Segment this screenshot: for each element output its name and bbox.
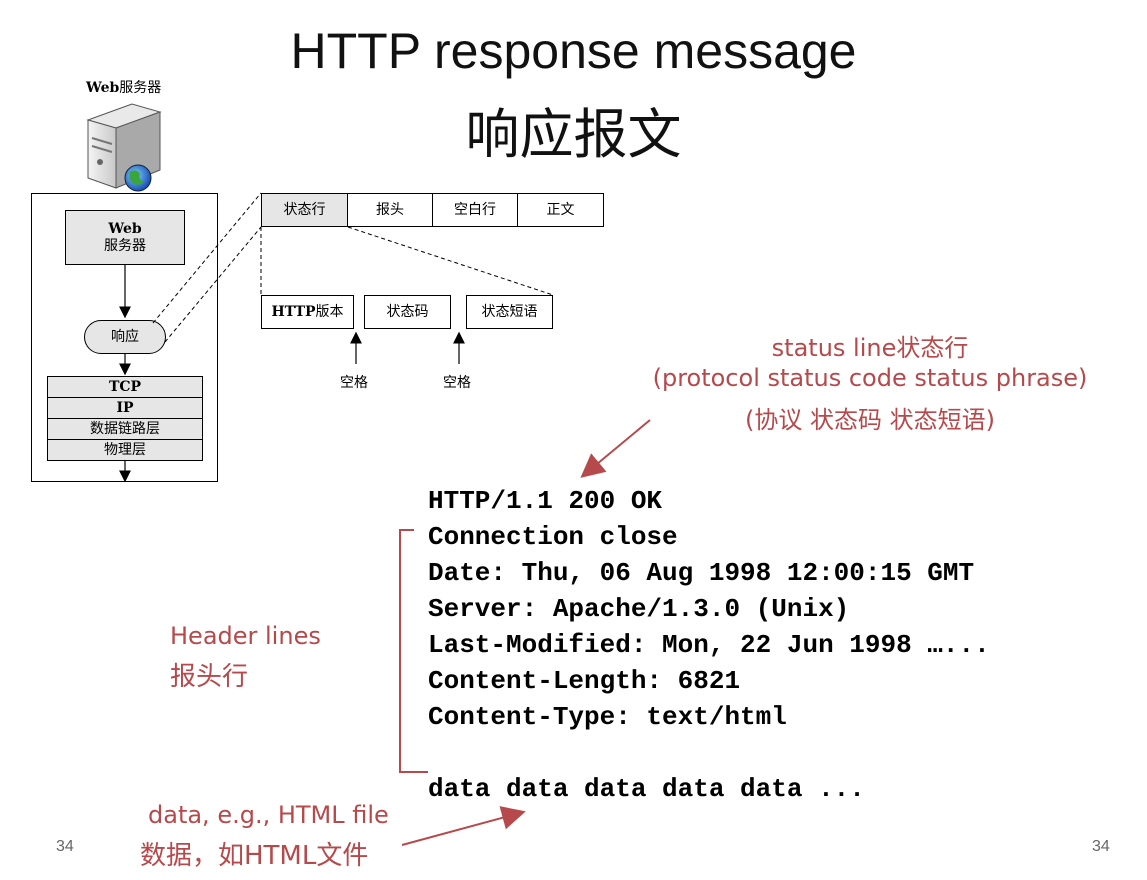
header-lines-annotation: Header lines: [170, 622, 321, 650]
response-header-line: Date: Thu, 06 Aug 1998 12:00:15 GMT: [428, 558, 975, 588]
response-header-line: Last-Modified: Mon, 22 Jun 1998 …...: [428, 630, 990, 660]
space-label-2: 空格: [443, 375, 471, 391]
message-part-status-line: 状态行: [261, 193, 348, 227]
page-title: HTTP response message: [290, 23, 857, 79]
space-label-1: 空格: [340, 375, 368, 391]
response-body-line: data data data data data ...: [428, 774, 865, 804]
response-status-line: HTTP/1.1 200 OK: [428, 486, 663, 516]
message-part-blank-line: 空白行: [432, 193, 518, 227]
header-lines-annotation-zh: 报头行: [170, 662, 249, 692]
server-label: Web服务器: [86, 80, 162, 96]
status-line-annotation-en: (protocol status code status phrase): [652, 364, 1088, 392]
data-annotation: data, e.g., HTML file: [148, 801, 389, 829]
message-part-header: 报头: [347, 193, 433, 227]
response-header-line: Content-Length: 6821: [428, 666, 741, 696]
page-number-left: 34: [56, 838, 74, 855]
response-box: 响应: [84, 320, 166, 354]
layer-data-link: 数据链路层: [47, 418, 203, 440]
response-header-line: Connection close: [428, 522, 678, 552]
page-subtitle: 响应报文: [465, 103, 682, 166]
status-part-status-phrase: 状态短语: [466, 295, 553, 329]
status-line-annotation: status line状态行: [771, 334, 969, 362]
data-annotation-zh: 数据，如HTML文件: [140, 841, 369, 871]
response-header-line: Server: Apache/1.3.0 (Unix): [428, 594, 850, 624]
server-icon: [86, 103, 162, 192]
message-part-body: 正文: [517, 193, 604, 227]
web-server-box: Web 服务器: [65, 210, 185, 265]
status-line-annotation-zh: (协议 状态码 状态短语): [745, 406, 995, 434]
response-header-line: Content-Type: text/html: [428, 702, 787, 732]
status-part-status-code: 状态码: [364, 295, 451, 329]
page-number-right: 34: [1092, 838, 1110, 855]
layer-physical: 物理层: [47, 439, 203, 461]
